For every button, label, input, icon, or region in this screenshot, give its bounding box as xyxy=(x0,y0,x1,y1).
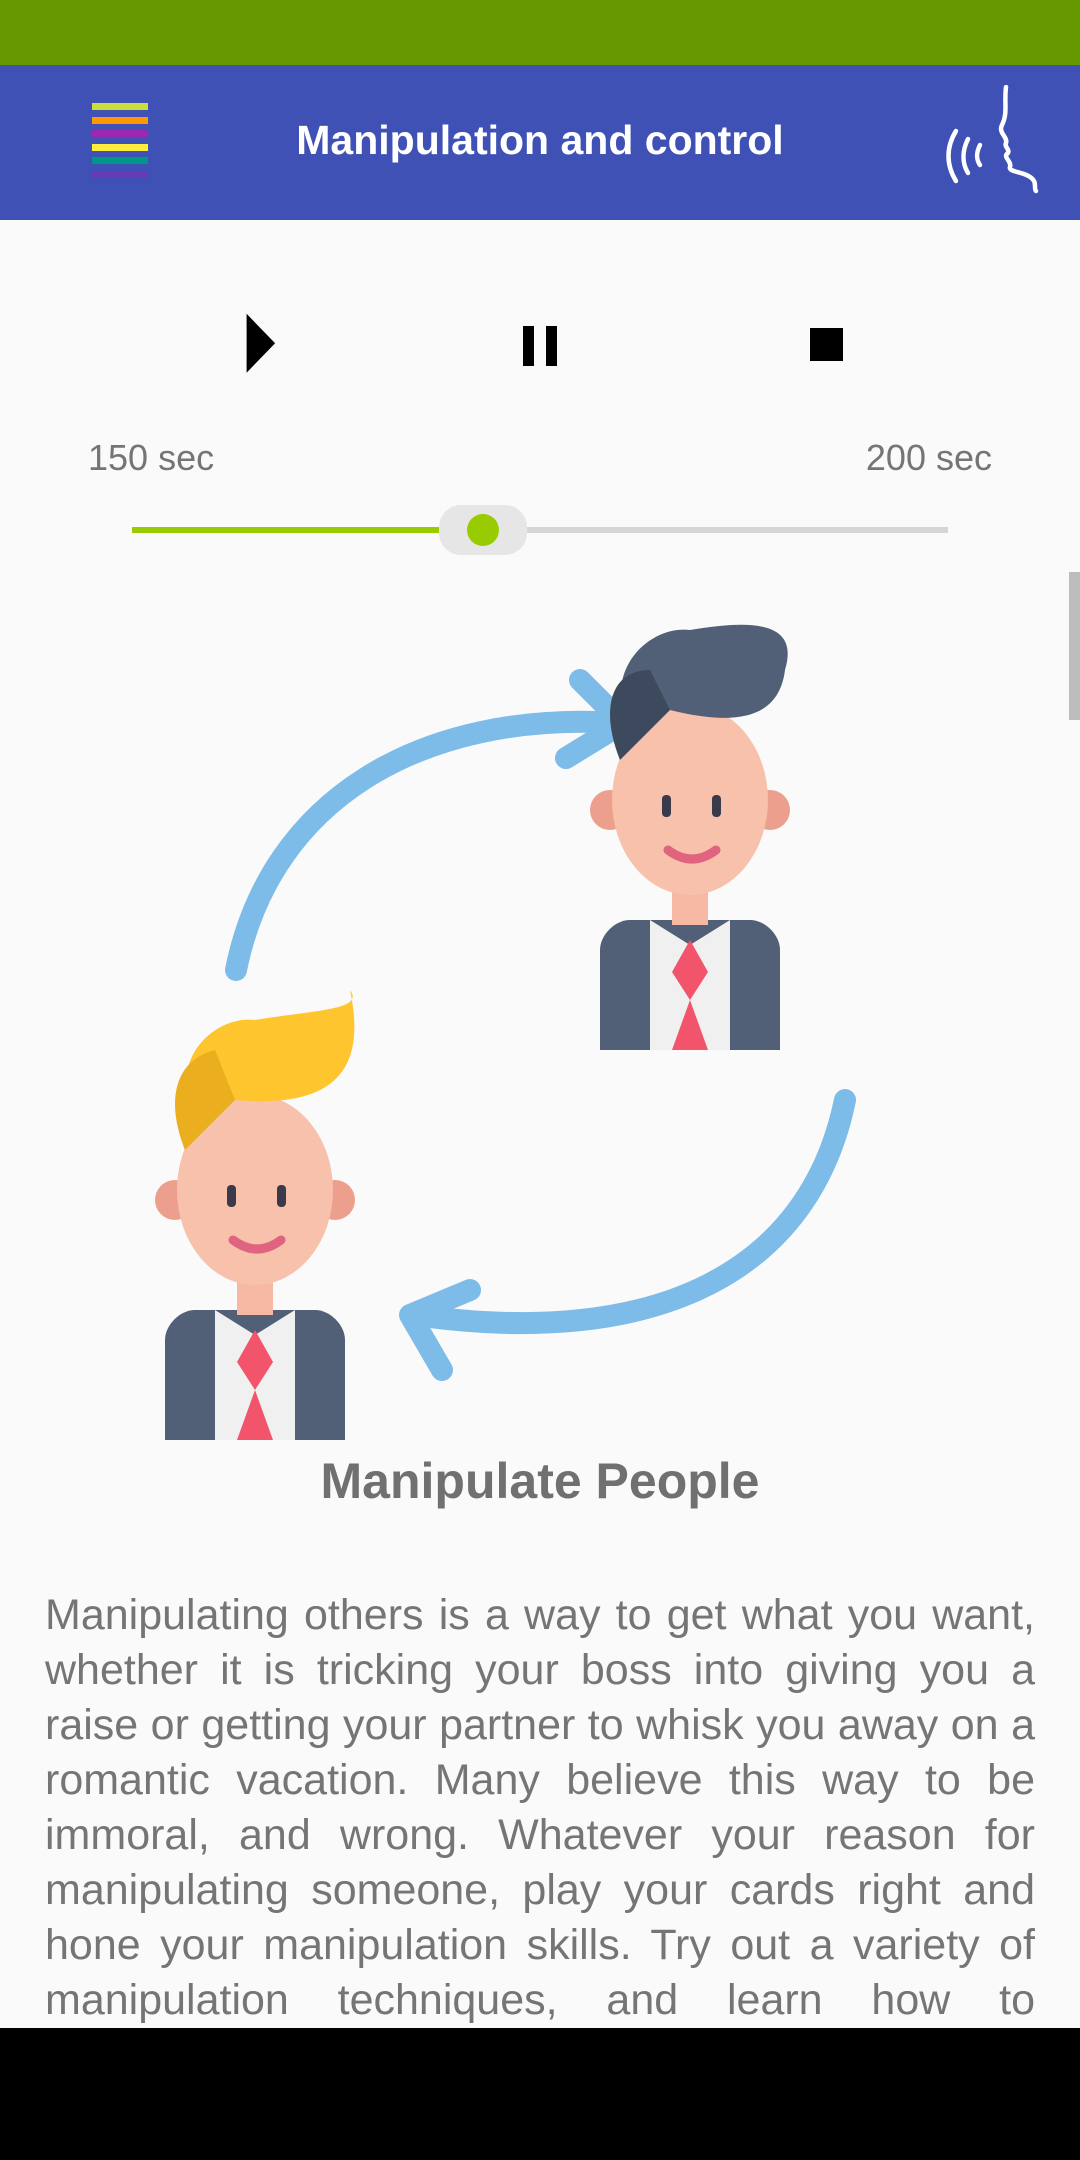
article-body: Manipulating others is a way to get what… xyxy=(45,1591,1035,2024)
slider-thumb[interactable] xyxy=(466,514,499,546)
scrollbar[interactable] xyxy=(1069,572,1080,720)
speaking-head-icon[interactable] xyxy=(938,85,1050,197)
slider-track xyxy=(132,527,948,533)
colored-menu-icon[interactable] xyxy=(92,103,148,183)
stop-button[interactable] xyxy=(790,310,860,380)
play-button[interactable] xyxy=(235,310,305,380)
app-bar: Manipulation and control xyxy=(0,65,1080,220)
current-time-label: 150 sec xyxy=(88,437,215,478)
article-heading: Manipulate People xyxy=(320,1453,760,1509)
navigation-bar xyxy=(0,2028,1080,2160)
pause-button[interactable] xyxy=(505,310,575,380)
seek-slider[interactable] xyxy=(132,500,948,560)
two-people-exchange-illustration xyxy=(155,624,856,1440)
slider-progress xyxy=(132,527,483,533)
total-time-label: 200 sec xyxy=(865,437,992,478)
status-bar xyxy=(0,0,1080,65)
app-title: Manipulation and control xyxy=(296,117,784,163)
